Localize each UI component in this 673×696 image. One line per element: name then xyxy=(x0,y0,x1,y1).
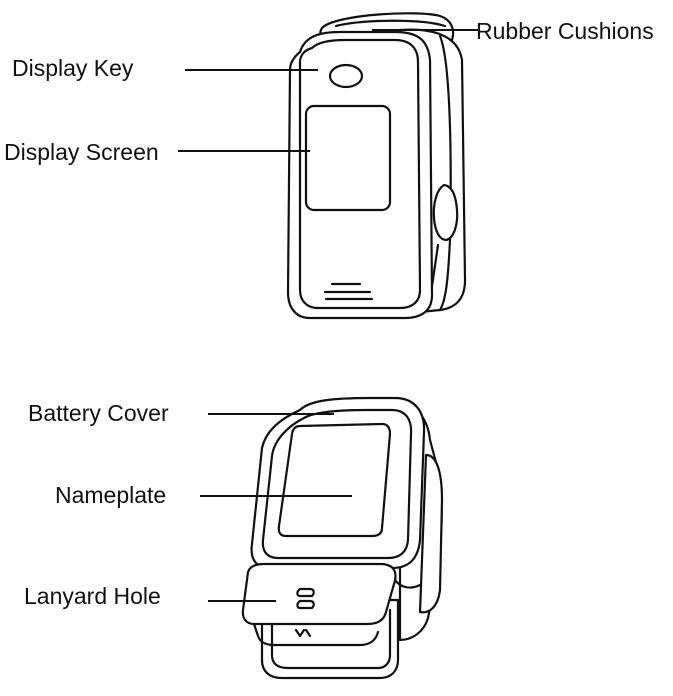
side-fin xyxy=(418,453,444,614)
lanyard-hole xyxy=(296,587,315,610)
battery-cover-panel xyxy=(261,408,413,560)
label-display-key: Display Key xyxy=(12,55,134,81)
label-battery-cover: Battery Cover xyxy=(28,400,169,426)
display-screen-window xyxy=(304,104,392,212)
device-back-view xyxy=(241,396,444,680)
lanyard-cap xyxy=(241,562,397,626)
display-key-button xyxy=(328,63,364,89)
clip-teeth xyxy=(294,628,312,638)
label-lanyard-hole: Lanyard Hole xyxy=(24,583,161,609)
front-housing-bevel xyxy=(298,38,422,310)
nameplate-panel xyxy=(277,422,392,538)
label-display-screen: Display Screen xyxy=(4,139,159,165)
lanyard-cap-edge xyxy=(252,622,380,647)
label-rubber-cushions: Rubber Cushions xyxy=(476,18,654,44)
device-front-view xyxy=(286,12,467,320)
label-nameplate: Nameplate xyxy=(55,482,166,508)
lower-clip-inner xyxy=(270,608,392,670)
top-clip-inner-line xyxy=(334,19,447,28)
side-bump xyxy=(432,183,459,242)
